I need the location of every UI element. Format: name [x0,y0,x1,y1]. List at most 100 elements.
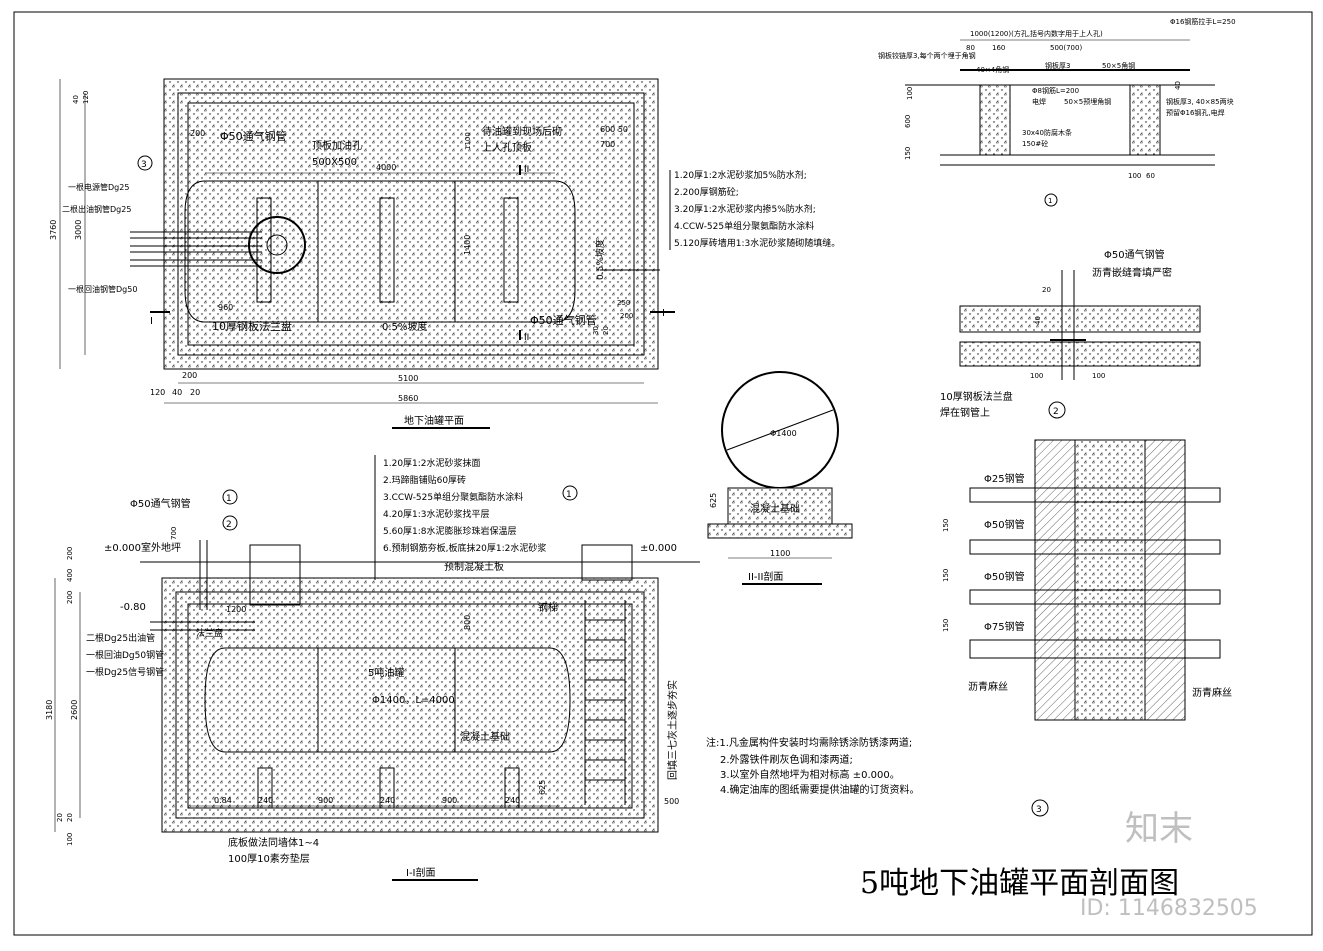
section-callout-1b: 1 [566,490,572,500]
section-callout-2: 2 [226,520,232,530]
detail-3-dim-2: 150 [942,569,950,582]
callout-3-circle [137,155,153,171]
section-tank-spec: Φ1400，L=4000 [372,695,455,706]
section-flange: 法兰盘 [196,627,223,639]
section-outer-wall [161,577,659,833]
plan-dim-700: 700 [600,140,615,149]
section-dim-240a: 240 [258,796,273,805]
plan-dim-40: 40 [172,388,182,397]
section-dim-100: 100 [66,833,74,846]
plan-dim-960: 960 [218,303,233,312]
section-mark-II-bottom: II [524,333,529,343]
plan-vent-bottom: Φ50通气钢管 [530,313,597,327]
section-pipe-3: 一根Dg25信号钢管 [86,666,164,678]
detail-3-fill-left: 沥青麻丝 [968,680,1008,693]
section-layer-5: 5.60厚1:8水泥膨胀珍珠岩保温层 [383,525,517,537]
note-4: 4.确定油库的图纸需要提供油罐的订货资料。 [720,783,920,796]
plan-manhole [248,216,306,274]
section-floor-2: 100厚10素夯垫层 [228,852,310,865]
section-tank-name: 5吨油罐 [368,666,404,679]
callout-3: 3 [141,160,147,170]
section-dim-200: 200 [66,547,74,560]
detail-1-note-4: 40×4角钢 [976,65,1009,74]
note-2: 2.外露铁件刷灰色调和漆两道; [720,753,853,766]
section-dim-900b: 900 [442,796,457,805]
detail-2-vent: Φ50通气钢管 [1104,248,1165,261]
plan-roof-hole: 顶板加油孔 [312,139,362,152]
section-dim-0-84: 0.84 [214,796,232,805]
section-fill: 回填三七灰土逐步夯实 [666,680,679,780]
detail-1-note-13: 150#砼 [1022,139,1048,148]
plan-dim-40b: 40 [72,95,80,104]
plan-roof-hole-size: 500X500 [312,157,357,168]
plan-layer-4: 4.CCW-525单组分聚氨酯防水涂料 [674,220,814,232]
detail-1-dim-160: 160 [992,44,1005,52]
detail-3-num: 3 [1036,805,1042,815]
section-dim-700: 700 [170,527,178,540]
plan-dim-1100: 1100 [464,132,472,150]
section-dim-20b: 20 [56,813,64,822]
note-1: 注:1.凡金属构件安装时均需除锈涂防锈漆两道; [706,736,912,749]
plan-pipe-power: 一根电源管Dg25 [68,182,129,192]
plan-layer-1: 1.20厚1:2水泥砂浆加5%防水剂; [674,169,807,181]
detail-1-note-9: 50×5预埋角钢 [1064,97,1111,106]
plan-pipe-return: 一根回油钢管Dg50 [68,284,137,294]
detail-1-dim-80: 80 [966,44,975,52]
detail-2-flange-1: 10厚钢板法兰盘 [940,390,1013,403]
section-mark-II-top: II [524,165,529,175]
section-II-dim-625: 625 [709,493,718,508]
section-dim-2600: 2600 [70,700,79,720]
section-dim-240b: 240 [380,796,395,805]
detail-1-note-2: Φ16钢筋拉手L=250 [1170,17,1236,26]
sheet-border [13,11,1313,936]
plan-dim-200c: 200 [620,312,633,320]
section-mark-I-left: I [150,316,153,327]
plan-layer-5: 5.120厚砖墙用1:3水泥砂浆随砌随填缝。 [674,237,840,249]
plan-dim-120: 120 [150,388,165,397]
section-pipe-2: 一根回油Dg50钢管 [86,649,164,661]
section-mark-I-right: I [662,308,665,319]
plan-dim-20b: 20 [602,326,610,335]
note-3: 3.以室外自然地坪为相对标高 ±0.000。 [720,768,900,781]
plan-dim-250: 250 [617,299,630,307]
detail-1-dim-40: 40 [1174,81,1182,90]
plan-tank [184,180,576,323]
section-tank [204,647,571,753]
detail-2: Φ50通气钢管 沥青嵌缝膏填严密 10厚钢板法兰盘 焊在钢管上 20 40 10… [940,248,1201,419]
detail-1-note-7: Φ8钢筋L=200 [1032,86,1079,95]
section-layer-4: 4.20厚1:3水泥砂浆找平层 [383,508,490,520]
section-vent: Φ50通气钢管 [130,497,191,510]
detail-3: Φ25钢管 Φ50钢管 Φ50钢管 Φ75钢管 沥青麻丝 沥青麻丝 150 15… [942,439,1232,817]
section-base: 混凝土基础 [460,730,510,743]
section-ground-right: ±0.000 [640,543,677,554]
detail-2-dim-40: 40 [1034,316,1042,325]
section-II-dia: Φ1400 [770,429,797,438]
section-dim-240c: 240 [505,796,520,805]
section-manhole [249,544,301,606]
section-layer-1: 1.20厚1:2水泥砂浆抹面 [383,457,481,469]
section-level-neg: -0.80 [120,602,146,613]
plan-dim-1400: 1400 [463,235,472,255]
plan-slope-1: 0.5%坡度 [382,320,427,333]
section-dim-200b: 200 [66,591,74,604]
plan-pipe-out: 二根出油钢管Dg25 [62,204,131,214]
detail-3-pipe-3: Φ50钢管 [984,570,1025,583]
plan-dim-5860: 5860 [398,394,418,403]
detail-1-note-5: 钢板厚3 [1045,61,1070,70]
detail-2-num: 2 [1053,407,1059,417]
detail-3-fill-right: 沥青麻丝 [1192,686,1232,699]
plan-dim-600-50: 600 50 [600,125,628,134]
section-II-base: 混凝土基础 [750,502,800,515]
section-callout-1: 1 [226,494,232,504]
plan-dim-3760: 3760 [49,220,58,240]
detail-1-dim-500: 500(700) [1050,44,1082,52]
detail-1-note-6: 50×5角钢 [1102,61,1135,70]
plan-layer-2: 2.200厚钢筋砼; [674,186,739,198]
detail-1: 1000(1200)(方孔,括号内数字用于上人孔) Φ16钢筋拉手L=250 钢… [878,17,1236,207]
detail-1-dim-600: 600 [904,115,912,128]
detail-3-pipe-4: Φ75钢管 [984,620,1025,633]
section-layer-2: 2.玛蹄脂铺贴60厚砖 [383,474,466,486]
plan-chamber [187,102,635,346]
section-dim-20: 20 [66,813,74,822]
